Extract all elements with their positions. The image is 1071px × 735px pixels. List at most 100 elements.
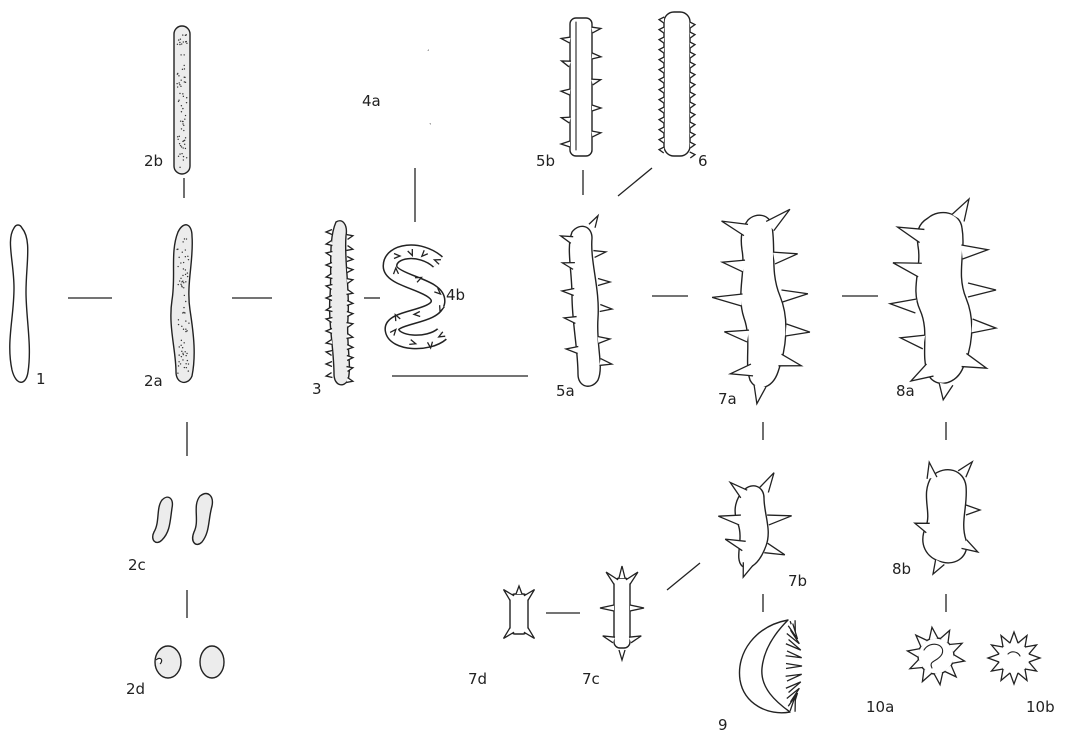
figure-7a-spiny-body (712, 209, 810, 403)
spine-mark (991, 662, 1003, 671)
stipple-dot (185, 249, 186, 250)
spine-mark (690, 82, 695, 88)
stipple-dot (185, 363, 186, 364)
figure-5b-straight-spined-rod (561, 18, 601, 156)
spine-mark (786, 682, 801, 693)
spine-mark (592, 131, 601, 137)
spine-mark (1029, 654, 1040, 662)
stipple-dot (187, 360, 188, 361)
stipple-dot (180, 262, 181, 263)
spine-mark (939, 383, 953, 400)
spine-mark (561, 141, 570, 147)
spine-mark (898, 227, 925, 242)
figure-3-spiny-rod (326, 221, 353, 385)
spine-mark (326, 285, 332, 290)
spine-mark (952, 655, 965, 664)
spine-mark (962, 540, 978, 552)
stipple-dot (185, 256, 186, 257)
spine-mark (561, 37, 570, 43)
spine-mark (326, 274, 332, 279)
stipple-dot (185, 320, 186, 321)
stipple-dot (180, 39, 181, 40)
stipple-dot (183, 130, 184, 131)
spine-mark (598, 279, 610, 286)
figure-2d-round-bodies (155, 646, 224, 678)
stipple-dot (181, 356, 182, 357)
spine-mark (725, 539, 746, 551)
stipple-dot (179, 82, 180, 83)
stipple-dot (185, 301, 186, 302)
spine-mark (690, 42, 695, 48)
spine-mark (781, 290, 807, 302)
stipple-dot (183, 125, 184, 126)
stipple-dot (183, 54, 184, 55)
spine-mark (599, 359, 611, 366)
spine-mark (893, 263, 922, 277)
stipple-dot (185, 269, 186, 270)
spine-mark (890, 299, 917, 313)
stipple-dot (188, 322, 189, 323)
stipple-dot (188, 363, 189, 364)
stipple-dot (186, 367, 187, 368)
label-9: 9 (718, 716, 728, 734)
figure-8a-large-spiny-body (890, 199, 996, 400)
stipple-dot (186, 238, 187, 239)
figure-5a-curved-spined-rod (561, 216, 612, 387)
stipple-dot (187, 256, 188, 257)
stipple-dot (178, 156, 179, 157)
figure-10a-star-body (907, 627, 964, 684)
spine-mark (718, 515, 741, 525)
spine-mark (1025, 645, 1037, 654)
stipple-dot (177, 372, 178, 373)
spine-mark (346, 334, 352, 339)
spine-mark (326, 241, 332, 246)
spine-mark (629, 636, 641, 643)
spine-mark (659, 57, 664, 63)
stipple-dot (185, 115, 186, 116)
spine-mark (907, 649, 920, 658)
spine-mark (690, 112, 695, 118)
spine-mark (1001, 669, 1010, 681)
stipple-dot (178, 257, 179, 258)
spine-mark (940, 630, 950, 643)
stipple-dot (179, 153, 180, 154)
stipple-dot (180, 54, 181, 55)
spine-mark (929, 627, 938, 640)
stipple-dot (179, 93, 180, 94)
label-4b: 4b (446, 286, 465, 304)
spine-mark (767, 515, 792, 525)
spine-mark (591, 79, 600, 85)
spine-mark (690, 152, 695, 158)
stipple-dot (180, 120, 181, 121)
spine-mark (659, 87, 664, 93)
label-5a: 5a (556, 382, 575, 400)
spine-mark (346, 323, 352, 328)
stipple-dot (179, 346, 180, 347)
stipple-dot (184, 351, 185, 352)
spine-mark (659, 107, 664, 113)
spine-mark (562, 263, 574, 270)
spine-mark (659, 97, 664, 103)
spine-mark (690, 132, 695, 138)
link-6-5a (618, 168, 652, 196)
stipple-dot (179, 42, 180, 43)
spine-mark (593, 251, 605, 258)
label-2c: 2c (128, 556, 146, 574)
stipple-dot (183, 96, 184, 97)
spine-mark (690, 72, 695, 78)
spine-mark (659, 147, 664, 153)
stipple-dot (180, 86, 181, 87)
figure-4b-coiled-spiny-rod (390, 249, 445, 348)
stipple-dot (178, 324, 179, 325)
spine-mark (626, 572, 638, 584)
stipple-dot (183, 159, 184, 160)
spine-mark (690, 32, 695, 38)
spine-mark (326, 252, 332, 257)
stipple-dot (177, 136, 178, 137)
spine-mark (910, 659, 923, 668)
spine-mark (1018, 669, 1027, 681)
spine-mark (562, 289, 574, 296)
stipple-dot (182, 34, 183, 35)
stipple-dot (182, 123, 183, 124)
